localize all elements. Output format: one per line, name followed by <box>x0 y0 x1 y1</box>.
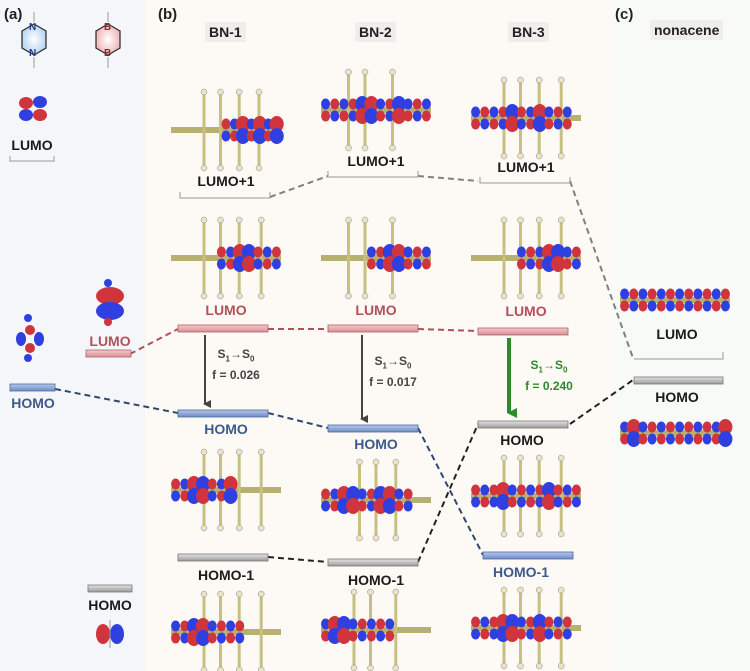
bn1-homo1-orbital <box>171 590 281 671</box>
column-header-bn2: BN-2 <box>355 22 396 42</box>
bn1-lumo1-orbital <box>171 88 284 172</box>
label-bn2-homo1: HOMO-1 <box>348 572 404 588</box>
label-nonacene-lumo: LUMO <box>656 326 698 342</box>
panel-a-label: (a) <box>4 6 23 23</box>
label-diborine-lumo: LUMO <box>89 333 131 349</box>
pyrazine-structure-icon <box>21 12 47 68</box>
column-header-nonacene: nonacene <box>650 20 724 40</box>
diborine-homo-orbital-icon <box>96 620 124 648</box>
bn2-homo1-orbital <box>321 588 431 671</box>
connector-nb-homo-to-bn1-homo <box>54 388 179 414</box>
transition-bn3-states: S1→S0 <box>530 358 568 375</box>
transition-bn3-oscillator: f = 0.240 <box>525 379 573 394</box>
transition-bn2-oscillator: f = 0.017 <box>369 375 417 390</box>
transition-bn2-states: S1→S0 <box>374 354 412 371</box>
connector-bn1-lumo1-to-bn2-lumo1 <box>269 175 329 198</box>
panel-b-label: (b) <box>158 6 178 23</box>
label-bn1-homo1: HOMO-1 <box>198 567 254 583</box>
connector-bn2-homo1-to-bn3-homo <box>417 423 479 563</box>
label-bn1-homo: HOMO <box>204 421 248 437</box>
connector-bn3-homo-to-nonacene-homo <box>569 379 634 425</box>
pyrazine-homo-orbital-icon <box>16 314 44 362</box>
level-pyrazine-lumo <box>9 156 55 162</box>
level-bn1-lumo1 <box>179 192 271 199</box>
label-bn3-homo1: HOMO-1 <box>493 564 549 580</box>
level-bn2-lumo <box>327 324 419 333</box>
level-bn1-homo <box>177 409 269 418</box>
connector-bn-lumo-to-bn1-lumo <box>129 328 179 355</box>
energy-levels <box>9 156 724 593</box>
transition-label-bn1: S1→S0 f = 0.026 <box>212 346 260 384</box>
diborine-structure-icon <box>95 12 121 68</box>
bn3-homo-orbital <box>471 454 581 538</box>
label-diborine-homo: HOMO <box>88 597 132 613</box>
label-nonacene-homo: HOMO <box>655 389 699 405</box>
nonacene-lumo-orbital <box>620 288 730 312</box>
transition-label-bn3: S1→S0 f = 0.240 <box>525 357 573 395</box>
level-bn3-homo1 <box>482 551 574 560</box>
bn2-lumo1-orbital <box>321 68 431 152</box>
level-bn2-lumo1 <box>327 171 419 178</box>
transition-bn1-states: S1→S0 <box>217 347 255 364</box>
label-bn2-lumo1: LUMO+1 <box>347 153 405 169</box>
label-bn3-lumo1: LUMO+1 <box>497 159 555 175</box>
label-pyrazine-lumo: LUMO <box>11 137 53 153</box>
connector-bn2-homo-to-bn3-homo1 <box>417 427 484 556</box>
bn3-lumo1-orbital <box>471 76 581 160</box>
panel-c <box>612 0 750 671</box>
bn3-lumo-orbital <box>471 216 581 300</box>
bn2-homo-orbital <box>321 458 431 542</box>
column-header-bn1: BN-1 <box>205 22 246 42</box>
bn3-homo1-orbital <box>471 586 581 670</box>
diborine-lumo-orbital-icon <box>96 279 124 326</box>
bn1-lumo-orbital <box>171 216 281 300</box>
transition-label-bn2: S1→S0 f = 0.017 <box>369 353 417 391</box>
pyrazine-atom-n-top: N <box>29 22 37 33</box>
connector-bn3-lumo1-to-nonacene-lumo <box>569 180 634 359</box>
column-header-bn3: BN-3 <box>508 22 549 42</box>
pyrazine-lumo-orbital-icon <box>19 96 47 121</box>
diborine-atom-b-bottom: B <box>104 48 112 59</box>
label-bn1-lumo1: LUMO+1 <box>197 173 255 189</box>
connector-lines <box>54 175 634 563</box>
label-bn3-homo: HOMO <box>500 432 544 448</box>
label-bn2-lumo: LUMO <box>355 302 397 318</box>
molecule-orbitals <box>171 68 733 671</box>
diborine-atom-b-top: B <box>104 22 112 33</box>
level-nonacene-homo <box>633 376 724 385</box>
label-bn3-lumo: LUMO <box>505 303 547 319</box>
level-pyrazine-homo <box>9 383 56 392</box>
level-bn3-lumo1 <box>479 177 571 184</box>
level-bn3-lumo <box>477 327 569 336</box>
label-bn1-lumo: LUMO <box>205 302 247 318</box>
level-bn2-homo <box>327 424 419 433</box>
level-diborine-homo <box>87 584 133 593</box>
connector-bn2-lumo-to-bn3-lumo <box>417 328 479 332</box>
connector-bn1-homo1-to-bn2-homo1 <box>267 556 329 563</box>
connector-bn1-homo-to-bn2-homo <box>267 412 329 429</box>
transition-bn1-oscillator: f = 0.026 <box>212 368 260 383</box>
level-nonacene-lumo <box>634 352 724 360</box>
level-bn2-homo1 <box>327 558 419 567</box>
pyrazine-atom-n-bottom: N <box>29 48 37 59</box>
label-pyrazine-homo: HOMO <box>11 395 55 411</box>
level-bn1-homo1 <box>177 553 269 562</box>
nonacene-homo-orbital <box>620 419 733 447</box>
bn1-homo-orbital <box>171 448 281 532</box>
level-bn1-lumo <box>177 324 269 333</box>
panel-c-label: (c) <box>615 6 634 23</box>
level-diborine-lumo <box>85 349 132 358</box>
connector-bn2-lumo1-to-bn3-lumo1 <box>417 175 479 182</box>
label-bn2-homo: HOMO <box>354 436 398 452</box>
bn2-lumo-orbital <box>321 216 431 300</box>
level-bn3-homo <box>477 420 569 429</box>
